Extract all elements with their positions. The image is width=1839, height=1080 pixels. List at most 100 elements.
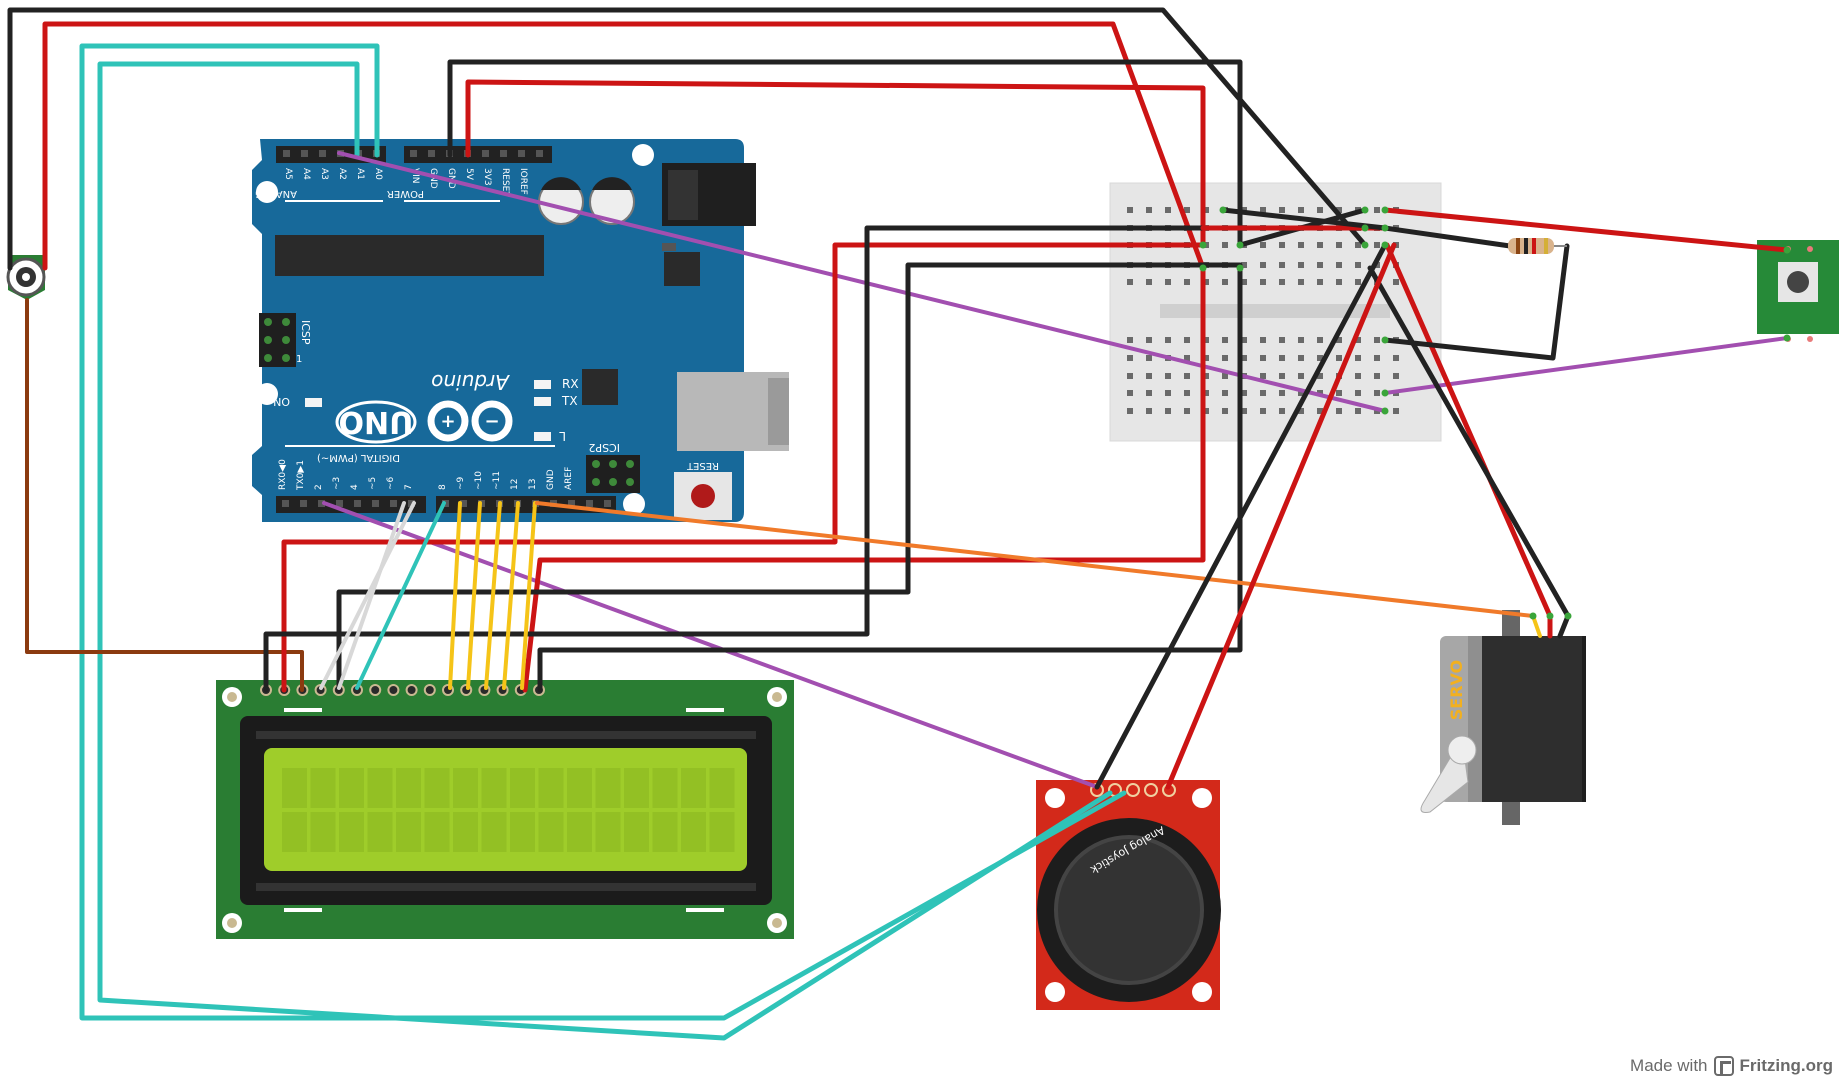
- header-pin: [318, 500, 325, 507]
- breadboard-hole: [1241, 408, 1247, 414]
- usb-chip: [582, 369, 618, 405]
- analog-pin-label: A5: [283, 168, 293, 180]
- atmega-chip: [275, 235, 544, 276]
- breadboard-hole: [1374, 373, 1380, 379]
- breadboard-hole: [1241, 390, 1247, 396]
- breadboard-hole: [1222, 355, 1228, 361]
- l-label: L: [559, 429, 566, 443]
- digital-header-low: [276, 496, 426, 513]
- wire-red: [1382, 207, 1790, 253]
- digital-pin-label: ~5: [368, 477, 378, 490]
- breadboard-hole: [1279, 390, 1285, 396]
- wire-yellow: [466, 501, 482, 690]
- lcd-cell: [624, 812, 649, 852]
- lcd-cell: [567, 768, 592, 808]
- lcd-pin: [387, 684, 400, 696]
- wire-brown: [25, 298, 304, 692]
- push-button[interactable]: [1757, 240, 1839, 342]
- breadboard-hole: [1393, 279, 1399, 285]
- wire-black: [1367, 265, 1571, 619]
- breadboard-hole: [1298, 390, 1304, 396]
- analog-pin-label: A3: [319, 168, 329, 180]
- breadboard-hole: [1393, 355, 1399, 361]
- breadboard-hole: [1374, 337, 1380, 343]
- power-pin-label: IOREF: [518, 168, 528, 195]
- wire-white: [337, 501, 406, 690]
- wire-end: [1381, 336, 1389, 344]
- breadboard-hole: [1165, 373, 1171, 379]
- breadboard-hole: [1317, 279, 1323, 285]
- analog-pin-label: A0: [373, 168, 383, 180]
- potentiometer[interactable]: [6, 255, 46, 300]
- mount-hole: [256, 383, 278, 405]
- breadboard-hole: [1317, 408, 1323, 414]
- servo-motor: SERVO: [1420, 610, 1586, 825]
- breadboard-hole: [1336, 262, 1342, 268]
- breadboard-hole: [1146, 373, 1152, 379]
- breadboard-hole: [1184, 355, 1190, 361]
- icsp-pin1-label: 1: [296, 354, 302, 365]
- wire-black: [336, 262, 1243, 693]
- lcd-cell: [339, 768, 364, 808]
- breadboard-hole: [1317, 262, 1323, 268]
- fritzing-brand[interactable]: Fritzing.org: [1739, 1056, 1833, 1075]
- breadboard-hole: [1317, 207, 1323, 213]
- digital-pin-label: ~10: [474, 471, 484, 490]
- header-pin: [282, 500, 289, 507]
- power-pin-label: 5V: [464, 168, 474, 181]
- breadboard-hole: [1260, 390, 1266, 396]
- reset-label: RESET: [686, 460, 719, 471]
- breadboard-hole: [1374, 242, 1380, 248]
- wire-purple: [337, 151, 1387, 413]
- analog-pin-label: A2: [337, 168, 347, 180]
- arduino-uno-board: ANALOG IN POWER Arduino UNO + − DIGITAL …: [241, 139, 789, 522]
- mount-hole: [623, 493, 645, 515]
- joystick-cap[interactable]: [1054, 835, 1204, 985]
- joystick-pin: [1126, 783, 1140, 797]
- lcd-cell: [282, 812, 307, 852]
- breadboard-hole: [1203, 373, 1209, 379]
- analog-pin-label: A4: [301, 168, 311, 180]
- breadboard-hole: [1165, 408, 1171, 414]
- lcd-cell: [538, 768, 564, 808]
- digital-pin-label: 2: [314, 484, 324, 490]
- breadboard-hole: [1127, 207, 1133, 213]
- header-pin: [319, 150, 326, 157]
- wire-end: [1361, 206, 1369, 214]
- breadboard-hole: [1298, 355, 1304, 361]
- breadboard-hole: [1298, 408, 1304, 414]
- breadboard-hole: [1203, 390, 1209, 396]
- breadboard-hole: [1355, 355, 1361, 361]
- wire-end: [1199, 264, 1207, 272]
- breadboard-hole: [1260, 262, 1266, 268]
- breadboard: [1109, 182, 1442, 442]
- wire-end: [1219, 206, 1227, 214]
- breadboard-hole: [1355, 262, 1361, 268]
- wire-end: [1783, 334, 1791, 342]
- digital-pin-label: ~9: [456, 476, 466, 490]
- svg-text:+: +: [440, 411, 455, 432]
- breadboard-hole: [1241, 355, 1247, 361]
- wire-end: [1381, 206, 1389, 214]
- breadboard-hole: [1146, 390, 1152, 396]
- wire-red: [1384, 242, 1553, 619]
- breadboard-hole: [1241, 262, 1247, 268]
- wire-purple: [1383, 336, 1789, 395]
- joystick-module[interactable]: Analog Joystick: [1036, 780, 1221, 1010]
- breadboard-hole: [1298, 279, 1304, 285]
- breadboard-hole: [1127, 408, 1133, 414]
- lcd-cell: [424, 768, 450, 808]
- digital-pin-label: 4: [350, 484, 360, 490]
- wire-end: [1529, 612, 1537, 620]
- breadboard-hole: [1336, 408, 1342, 414]
- breadboard-hole: [1203, 355, 1209, 361]
- lcd-16x2: [216, 680, 794, 939]
- wire-end: [1199, 241, 1207, 249]
- header-pin: [301, 150, 308, 157]
- lcd-pin: [423, 684, 436, 696]
- lcd-pin: [369, 684, 382, 696]
- breadboard-hole: [1393, 373, 1399, 379]
- breadboard-hole: [1127, 337, 1133, 343]
- breadboard-hole: [1279, 337, 1285, 343]
